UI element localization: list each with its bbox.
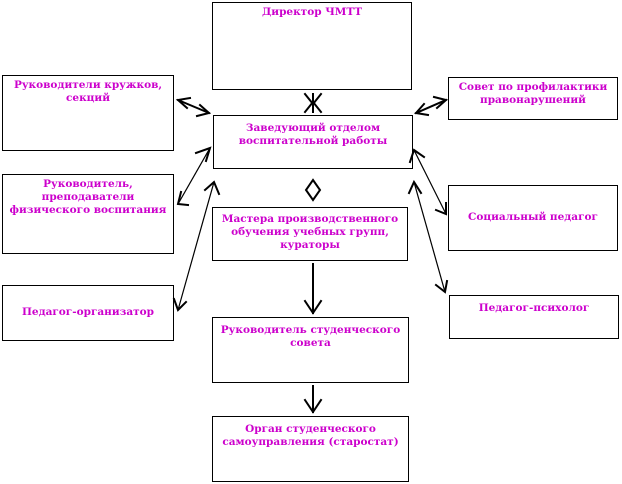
organizer-head-arrowheads [172, 180, 221, 312]
student-council-to-self-government-arrow [303, 385, 323, 414]
club-leaders-head-arrow [175, 96, 212, 118]
organizer-label: Педагог-организатор [21, 306, 155, 319]
prevention-council-label: Совет по профилактики правонарушений [458, 81, 608, 107]
head-psychologist-arrow [413, 181, 446, 293]
head-social-pedagogue-arrowheads [408, 148, 447, 216]
masters-curators-box: Мастера производственного обучения учебн… [212, 207, 408, 261]
self-government-box: Орган студенческого самоуправления (стар… [212, 416, 409, 482]
student-council-leader-box: Руководитель студенческого совета [212, 317, 409, 383]
head-masters-diamond [304, 178, 322, 202]
head-prevention-council-arrow [414, 95, 449, 117]
self-government-label: Орган студенческого самоуправления (стар… [222, 423, 399, 449]
social-pedagogue-box: Социальный педагог [448, 185, 618, 251]
director-label: Директор ЧМТТ [261, 6, 363, 18]
psychologist-label: Педагог-психолог [478, 302, 590, 314]
club-leaders-label: Руководители кружков, секций [13, 79, 163, 105]
head-social-pedagogue-arrow [413, 149, 447, 215]
director-to-head-arrow [303, 92, 323, 114]
director-box: Директор ЧМТТ [212, 2, 412, 90]
masters-to-student-council-arrow [303, 263, 323, 315]
pe-teachers-head-arrow [177, 147, 211, 205]
masters-curators-label: Мастера производственного обучения учебн… [221, 213, 399, 252]
organizer-box: Педагог-организатор [2, 285, 174, 341]
head-department-box: Заведующий отделом воспитательной работы [213, 115, 413, 169]
pe-teachers-head-arrowheads [176, 146, 212, 207]
pe-teachers-label: Руководитель, преподаватели физического … [9, 178, 167, 217]
pe-teachers-box: Руководитель, преподаватели физического … [2, 174, 174, 254]
student-council-leader-label: Руководитель студенческого совета [220, 324, 401, 350]
head-psychologist-arrowheads [407, 179, 449, 294]
club-leaders-box: Руководители кружков, секций [2, 75, 174, 151]
organizer-head-arrow [177, 181, 215, 311]
prevention-council-box: Совет по профилактики правонарушений [448, 77, 618, 120]
psychologist-box: Педагог-психолог [449, 295, 619, 339]
social-pedagogue-label: Социальный педагог [468, 211, 598, 224]
head-department-label: Заведующий отделом воспитательной работы [238, 122, 388, 148]
